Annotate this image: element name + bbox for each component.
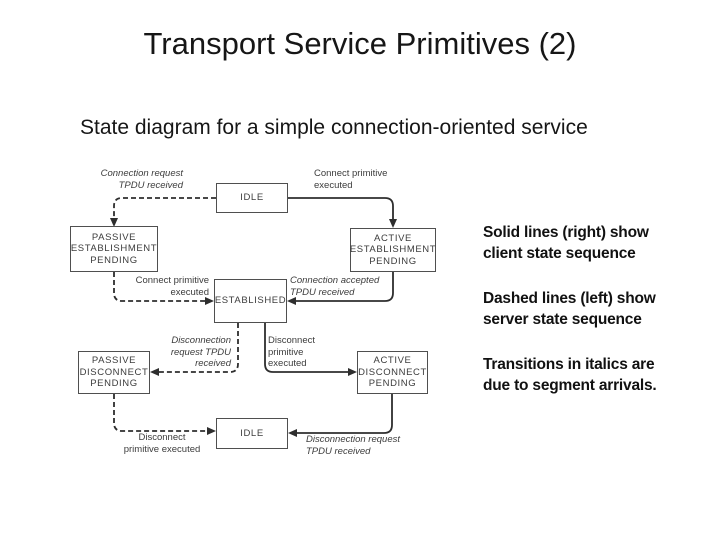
state-box-idle-top: IDLE	[216, 183, 288, 213]
arrowhead-down-icon	[110, 218, 118, 227]
arrow-established-to-passive-disconnect	[159, 323, 239, 373]
arrowhead-down-icon	[389, 219, 397, 228]
state-label: IDLE	[240, 192, 264, 204]
notes-panel: Solid lines (right) show client state se…	[483, 222, 693, 420]
note-dashed-lines: Dashed lines (left) show server state se…	[483, 290, 656, 328]
state-label: IDLE	[240, 427, 264, 439]
transition-label-disconnection-request-server: Disconnection request TPDU received	[170, 335, 231, 369]
page-title: Transport Service Primitives (2)	[143, 26, 577, 61]
arrow-active-establishment-to-established	[296, 272, 394, 302]
state-label: ACTIVE DISCONNECT PENDING	[358, 355, 427, 390]
note-italic-transitions: Transitions in italics are due to segmen…	[483, 356, 657, 394]
state-label: PASSIVE DISCONNECT PENDING	[79, 355, 149, 390]
note-solid-lines: Solid lines (right) show client state se…	[483, 224, 649, 262]
transition-label-connection-accepted: Connection accepted TPDU received	[290, 275, 380, 298]
state-label: PASSIVE ESTABLISHMENT PENDING	[70, 231, 158, 266]
transition-label-connect-primitive-executed-client: Connect primitive executed	[314, 168, 388, 191]
arrowhead-left-icon	[287, 297, 296, 305]
state-label: ACTIVE ESTABLISHMENT PENDING	[349, 232, 437, 267]
arrow-established-to-active-disconnect	[264, 323, 348, 373]
arrowhead-left-icon	[288, 429, 297, 437]
arrow-passive-establishment-to-established	[113, 272, 205, 302]
state-box-active-disconnect-pending: ACTIVE DISCONNECT PENDING	[357, 351, 428, 394]
arrowhead-right-icon	[207, 427, 216, 435]
state-box-passive-disconnect-pending: PASSIVE DISCONNECT PENDING	[78, 351, 150, 394]
arrow-idle-to-active-establishment	[288, 197, 394, 219]
arrow-idle-to-passive-establishment	[113, 197, 216, 219]
arrowhead-right-icon	[348, 368, 357, 376]
transition-label-disconnection-request-client: Disconnection request TPDU received	[306, 434, 400, 457]
arrow-passive-disconnect-to-idle	[113, 394, 207, 432]
transition-label-connection-request: Connection request TPDU received	[100, 168, 183, 191]
state-label: ESTABLISHED	[214, 295, 287, 307]
transition-label-connect-primitive-executed-server: Connect primitive executed	[135, 275, 209, 298]
slide-subtitle: State diagram for a simple connection-or…	[80, 116, 588, 139]
transition-label-disconnect-primitive-executed-server: Disconnect primitive executed	[123, 432, 201, 455]
state-box-idle-bottom: IDLE	[216, 418, 288, 449]
state-box-active-establishment-pending: ACTIVE ESTABLISHMENT PENDING	[350, 228, 436, 272]
arrow-active-disconnect-to-idle	[297, 394, 393, 434]
arrowhead-left-icon	[150, 368, 159, 376]
state-box-passive-establishment-pending: PASSIVE ESTABLISHMENT PENDING	[70, 226, 158, 272]
state-box-established: ESTABLISHED	[214, 279, 287, 323]
transition-label-disconnect-primitive-executed-client: Disconnect primitive executed	[268, 335, 315, 369]
arrowhead-right-icon	[205, 297, 214, 305]
